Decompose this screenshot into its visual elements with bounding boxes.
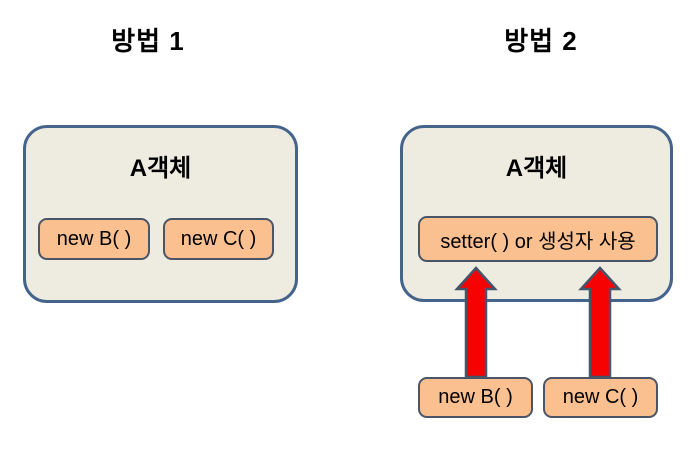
up-arrow-icon xyxy=(454,266,498,379)
up-arrow-icon xyxy=(578,266,622,379)
a-object-container-method1: A객체 new B( ) new C( ) xyxy=(23,125,298,303)
a-object-label: A객체 xyxy=(129,155,192,182)
up-arrow-icon xyxy=(578,266,622,379)
a-object-container-method2: A객체 setter( ) or 생성자 사용 xyxy=(400,125,673,302)
setter-or-constructor-box: setter( ) or 생성자 사용 xyxy=(418,216,658,262)
new-c-box: new C( ) xyxy=(543,377,658,418)
new-b-box: new B( ) xyxy=(418,377,533,418)
up-arrow-icon xyxy=(454,266,498,379)
new-c-box: new C( ) xyxy=(163,218,274,260)
method1-title: 방법 1 xyxy=(111,26,185,56)
a-object-label: A객체 xyxy=(505,155,568,182)
new-b-box: new B( ) xyxy=(38,218,150,260)
method2-title: 방법 2 xyxy=(504,26,578,56)
